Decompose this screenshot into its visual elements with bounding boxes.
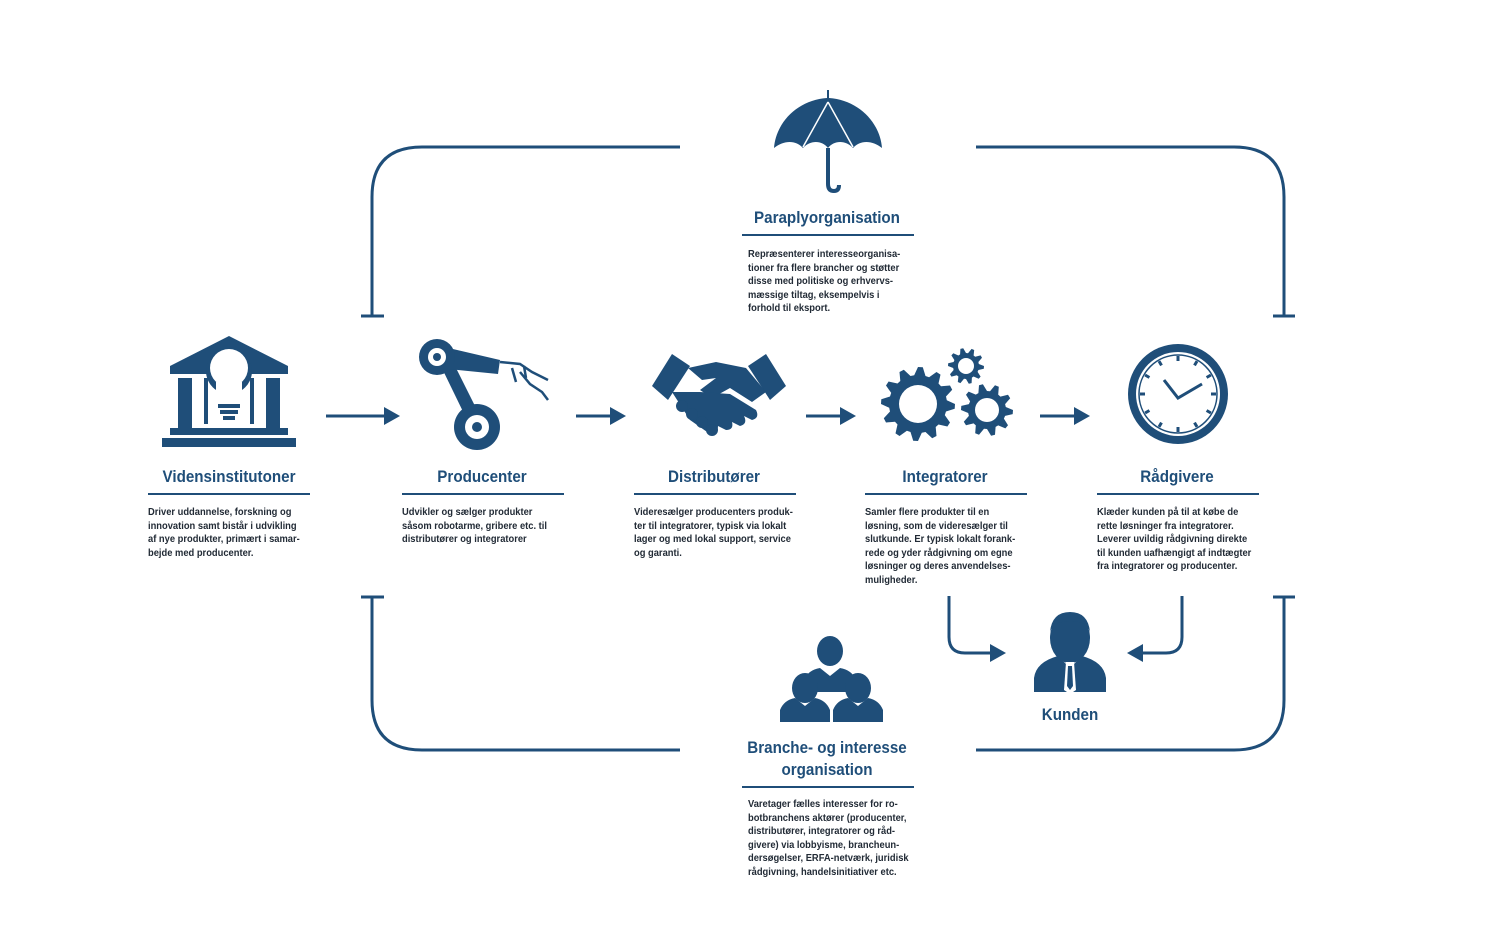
bottom-right-bracket bbox=[976, 597, 1286, 752]
desc-raadgivere: Klæder kunden på til at købe de rette lø… bbox=[1097, 507, 1252, 573]
arrow-integrator-to-kunden bbox=[947, 596, 992, 655]
people-group-icon bbox=[780, 636, 883, 722]
rule-branche bbox=[742, 786, 914, 788]
handshake-icon bbox=[652, 354, 786, 436]
top-left-bracket bbox=[370, 145, 680, 316]
title-distributoerer: Distributører bbox=[668, 468, 760, 486]
rule-vidensinstitutioner bbox=[148, 493, 310, 495]
arrow-raadgiver-to-kunden bbox=[1140, 596, 1184, 655]
rule-producenter bbox=[402, 493, 564, 495]
title-integratorer: Integratorer bbox=[902, 468, 988, 486]
title-raadgivere: Rådgivere bbox=[1140, 468, 1214, 486]
desc-paraply: Repræsenterer interesseorganisa- tioner … bbox=[748, 249, 901, 315]
desc-producenter: Udvikler og sælger produkter såsom robot… bbox=[402, 507, 547, 546]
title-kunden: Kunden bbox=[1041, 706, 1099, 724]
rule-distributoerer bbox=[634, 493, 796, 495]
arrowheads bbox=[384, 407, 1143, 662]
top-right-bracket bbox=[976, 145, 1286, 316]
rule-paraply bbox=[742, 234, 914, 236]
title-vidensinstitutioner: Vidensinstitutoner bbox=[162, 468, 296, 486]
title-branche: Branche- og interesse organisation bbox=[747, 739, 907, 779]
rule-integratorer bbox=[865, 493, 1027, 495]
bottom-left-bracket bbox=[370, 597, 680, 752]
gears-icon bbox=[881, 348, 1013, 441]
umbrella-icon bbox=[774, 90, 882, 193]
desc-integratorer: Samler flere produkter til en løsning, s… bbox=[865, 507, 1016, 586]
clock-icon bbox=[1128, 344, 1228, 444]
desc-vidensinstitutioner: Driver uddannelse, forskning og innovati… bbox=[148, 507, 300, 559]
desc-distributoerer: Videresælger producenters produk- ter ti… bbox=[634, 507, 793, 559]
bank-lightbulb-icon bbox=[162, 336, 296, 447]
desc-branche: Varetager fælles interesser for ro- botb… bbox=[748, 799, 909, 878]
rule-raadgivere bbox=[1097, 493, 1259, 495]
robot-arm-icon bbox=[419, 339, 549, 450]
title-producenter: Producenter bbox=[437, 468, 527, 486]
customer-person-icon bbox=[1034, 612, 1106, 694]
title-paraply: Paraplyorganisation bbox=[754, 209, 900, 227]
